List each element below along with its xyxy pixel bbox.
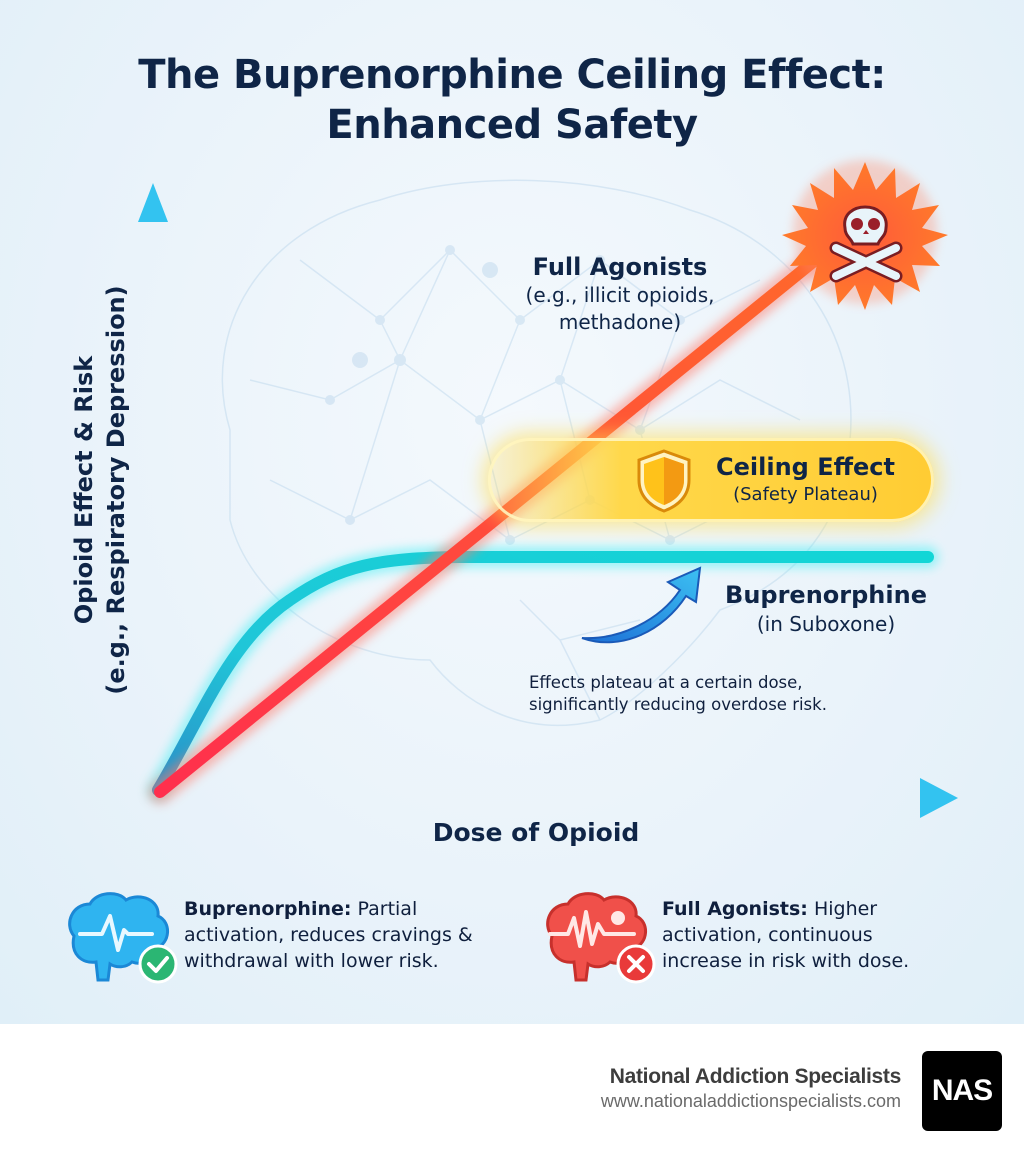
shield-icon <box>637 449 691 513</box>
legend-full-agonists-line-2: activation, continuous <box>662 924 873 946</box>
legend-buprenorphine: Buprenorphine: Partial activation, reduc… <box>60 888 473 988</box>
chart-plot <box>138 160 958 818</box>
legend-buprenorphine-line-1: Partial <box>351 898 418 920</box>
page-title: The Buprenorphine Ceiling Effect: Enhanc… <box>0 50 1024 150</box>
footer-brand: National Addiction Specialists www.natio… <box>601 1064 901 1112</box>
x-axis <box>146 778 958 818</box>
x-axis-label: Dose of Opioid <box>432 818 640 847</box>
buprenorphine-curve <box>147 546 939 801</box>
org-url[interactable]: www.nationaladdictionspecialists.com <box>600 1091 901 1111</box>
legend-full-agonists-bold: Full Agonists: <box>662 898 808 920</box>
brain-network-background <box>221 179 852 727</box>
ceiling-effect-sub: (Safety Plateau) <box>733 484 878 505</box>
legend-full-agonists: Full Agonists: Higher activation, contin… <box>538 888 909 988</box>
brain-x-icon <box>546 892 656 984</box>
legend-buprenorphine-line-2: activation, reduces cravings & <box>184 924 473 946</box>
ceiling-effect-badge: Ceiling Effect (Safety Plateau) <box>488 438 934 522</box>
nas-logo: NAS <box>922 1051 1002 1131</box>
plateau-note-line-2: significantly reducing overdose risk. <box>529 695 827 714</box>
y-axis-label-line-2: (e.g., Respiratory Depression) <box>102 285 130 695</box>
title-line-2: Enhanced Safety <box>326 102 698 148</box>
legend-buprenorphine-text: Buprenorphine: Partial activation, reduc… <box>184 888 473 974</box>
skull-crossbones-icon <box>782 160 948 310</box>
full-agonists-title: Full Agonists <box>532 253 708 281</box>
legend-full-agonists-line-3: increase in risk with dose. <box>662 950 910 972</box>
full-agonists-sub-1: (e.g., illicit opioids, <box>525 283 715 307</box>
title-line-1: The Buprenorphine Ceiling Effect: <box>138 52 886 98</box>
full-agonist-line <box>148 228 852 804</box>
buprenorphine-title: Buprenorphine <box>725 581 927 609</box>
legend-buprenorphine-line-3: withdrawal with lower risk. <box>184 950 439 972</box>
full-agonists-sub-2: methadone) <box>558 310 682 334</box>
plateau-note: Effects plateau at a certain dose, signi… <box>529 672 827 716</box>
full-agonists-label: Full Agonists (e.g., illicit opioids, me… <box>526 252 715 336</box>
legend-buprenorphine-bold: Buprenorphine: <box>184 898 352 920</box>
legend-full-agonists-text: Full Agonists: Higher activation, contin… <box>662 888 909 974</box>
org-name: National Addiction Specialists <box>609 1065 902 1088</box>
curved-arrow-icon <box>581 566 702 644</box>
ceiling-effect-title: Ceiling Effect <box>716 453 896 481</box>
plateau-note-line-1: Effects plateau at a certain dose, <box>529 673 803 692</box>
buprenorphine-label: Buprenorphine (in Suboxone) <box>725 580 927 638</box>
infographic-canvas: The Buprenorphine Ceiling Effect: Enhanc… <box>0 0 1024 1024</box>
y-axis-label: Opioid Effect & Risk (e.g., Respiratory … <box>68 285 132 694</box>
y-axis <box>138 183 168 804</box>
y-axis-label-line-1: Opioid Effect & Risk <box>70 355 98 625</box>
legend-full-agonists-line-1: Higher <box>807 898 878 920</box>
buprenorphine-sub: (in Suboxone) <box>756 612 896 636</box>
brain-check-icon <box>68 892 178 984</box>
